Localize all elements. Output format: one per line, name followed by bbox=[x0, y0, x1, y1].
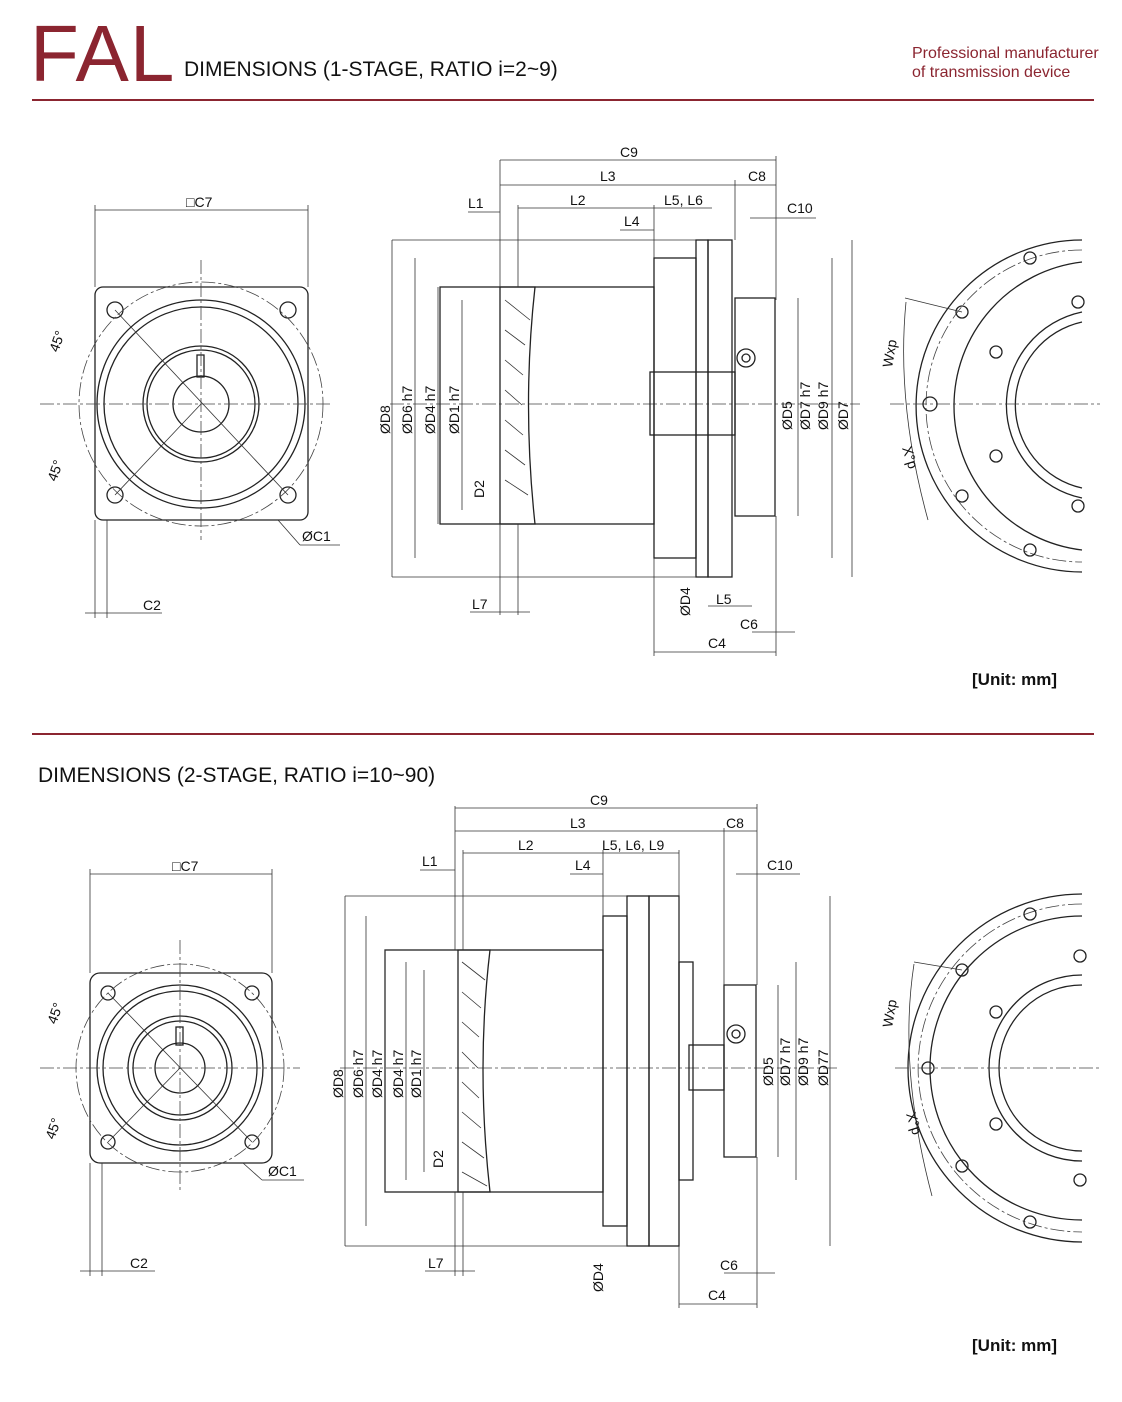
label-l7: L7 bbox=[472, 596, 488, 612]
label-c4-2: C4 bbox=[708, 1287, 726, 1303]
label-d2: D2 bbox=[471, 480, 487, 498]
unit-label-1: [Unit: mm] bbox=[972, 670, 1057, 689]
label-d4-2: ØD4 bbox=[590, 1263, 606, 1292]
label-l5: L5 bbox=[716, 591, 732, 607]
label-c6: C6 bbox=[740, 616, 758, 632]
section-rule bbox=[32, 733, 1094, 735]
label-wxp: Wxp bbox=[879, 338, 900, 369]
label-d9: ØD9 h7 bbox=[815, 382, 831, 430]
unit-label-2: [Unit: mm] bbox=[972, 1336, 1057, 1355]
label-d77: ØD77 bbox=[815, 1049, 831, 1086]
label-c6-2: C6 bbox=[720, 1257, 738, 1273]
label-l2: L2 bbox=[570, 192, 586, 208]
label-l4: L4 bbox=[624, 213, 640, 229]
label-c10-2: C10 bbox=[767, 857, 793, 873]
label-c10: C10 bbox=[787, 200, 813, 216]
drawing-1stage: □C7 ØC1 C2 45° 45° C9 L3 C8 L1 L2 L bbox=[40, 144, 1100, 656]
label-d8: ØD8 bbox=[377, 405, 393, 434]
side-view: C9 L3 C8 L1 L2 L5, L6 L4 C10 ØD8 ØD6 h7 … bbox=[377, 144, 860, 656]
label-xp: X°p bbox=[899, 444, 921, 471]
label-l1-2: L1 bbox=[422, 853, 438, 869]
label-c8-2: C8 bbox=[726, 815, 744, 831]
label-d4h7-2b: ØD4 h7 bbox=[390, 1050, 406, 1098]
label-c9: C9 bbox=[620, 144, 638, 160]
side-view-2: C9 L3 C8 L1 L2 L5, L6, L9 L4 C10 ØD8 ØD6… bbox=[330, 792, 840, 1308]
label-45-top-2: 45° bbox=[44, 1000, 66, 1025]
label-d5-2: ØD5 bbox=[760, 1057, 776, 1086]
tagline-line-1: Professional manufacturer bbox=[912, 45, 1099, 62]
label-d6: ØD6 h7 bbox=[399, 386, 415, 434]
front-view: □C7 ØC1 C2 45° 45° bbox=[40, 194, 340, 618]
label-45-bottom-2: 45° bbox=[42, 1116, 64, 1141]
label-l3-2: L3 bbox=[570, 815, 586, 831]
label-wxp-2: Wxp bbox=[879, 998, 900, 1029]
flange-view-2: Wxp X°p bbox=[879, 893, 1100, 1243]
label-d6-2: ØD6 h7 bbox=[350, 1050, 366, 1098]
label-d7: ØD7 bbox=[835, 401, 851, 430]
label-l4-2: L4 bbox=[575, 857, 591, 873]
label-d7h7: ØD7 h7 bbox=[797, 382, 813, 430]
label-45-top: 45° bbox=[46, 328, 68, 353]
header-rule bbox=[32, 99, 1094, 101]
label-45-bottom: 45° bbox=[44, 458, 66, 483]
label-l1: L1 bbox=[468, 195, 484, 211]
label-l3: L3 bbox=[600, 168, 616, 184]
label-c4: C4 bbox=[708, 635, 726, 651]
label-d1: ØD1 h7 bbox=[446, 386, 462, 434]
label-c2: C2 bbox=[143, 597, 161, 613]
section-title-1stage: DIMENSIONS (1-STAGE, RATIO i=2~9) bbox=[184, 58, 558, 81]
label-l5l6: L5, L6 bbox=[664, 192, 703, 208]
label-d1-2: ØD1 h7 bbox=[408, 1050, 424, 1098]
label-d4h7-2a: ØD4 h7 bbox=[369, 1050, 385, 1098]
label-l7-2: L7 bbox=[428, 1255, 444, 1271]
label-c1-2: ØC1 bbox=[268, 1163, 297, 1179]
section-title-2stage: DIMENSIONS (2-STAGE, RATIO i=10~90) bbox=[38, 764, 436, 787]
tagline: Professional manufacturer of transmissio… bbox=[912, 44, 1099, 82]
label-c2-2: C2 bbox=[130, 1255, 148, 1271]
label-l5l6l9: L5, L6, L9 bbox=[602, 837, 664, 853]
label-c7-2: □C7 bbox=[172, 858, 199, 874]
label-d7h7-2: ØD7 h7 bbox=[777, 1038, 793, 1086]
label-d9-2: ØD9 h7 bbox=[795, 1038, 811, 1086]
label-d4: ØD4 bbox=[677, 587, 693, 616]
label-c8: C8 bbox=[748, 168, 766, 184]
label-l2-2: L2 bbox=[518, 837, 534, 853]
label-c7: □C7 bbox=[186, 194, 213, 210]
label-d8-2: ØD8 bbox=[330, 1069, 346, 1098]
front-view-2: □C7 ØC1 C2 45° 45° bbox=[40, 858, 304, 1276]
tagline-line-2: of transmission device bbox=[912, 64, 1071, 81]
label-c1: ØC1 bbox=[302, 528, 331, 544]
label-xp-2: X°p bbox=[903, 1110, 925, 1137]
brand-logo: FAL bbox=[30, 9, 176, 98]
label-d2-2: D2 bbox=[430, 1150, 446, 1168]
label-c9-2: C9 bbox=[590, 792, 608, 808]
label-d4h7: ØD4 h7 bbox=[422, 386, 438, 434]
flange-view: Wxp X°p bbox=[879, 239, 1100, 573]
label-d5: ØD5 bbox=[779, 401, 795, 430]
